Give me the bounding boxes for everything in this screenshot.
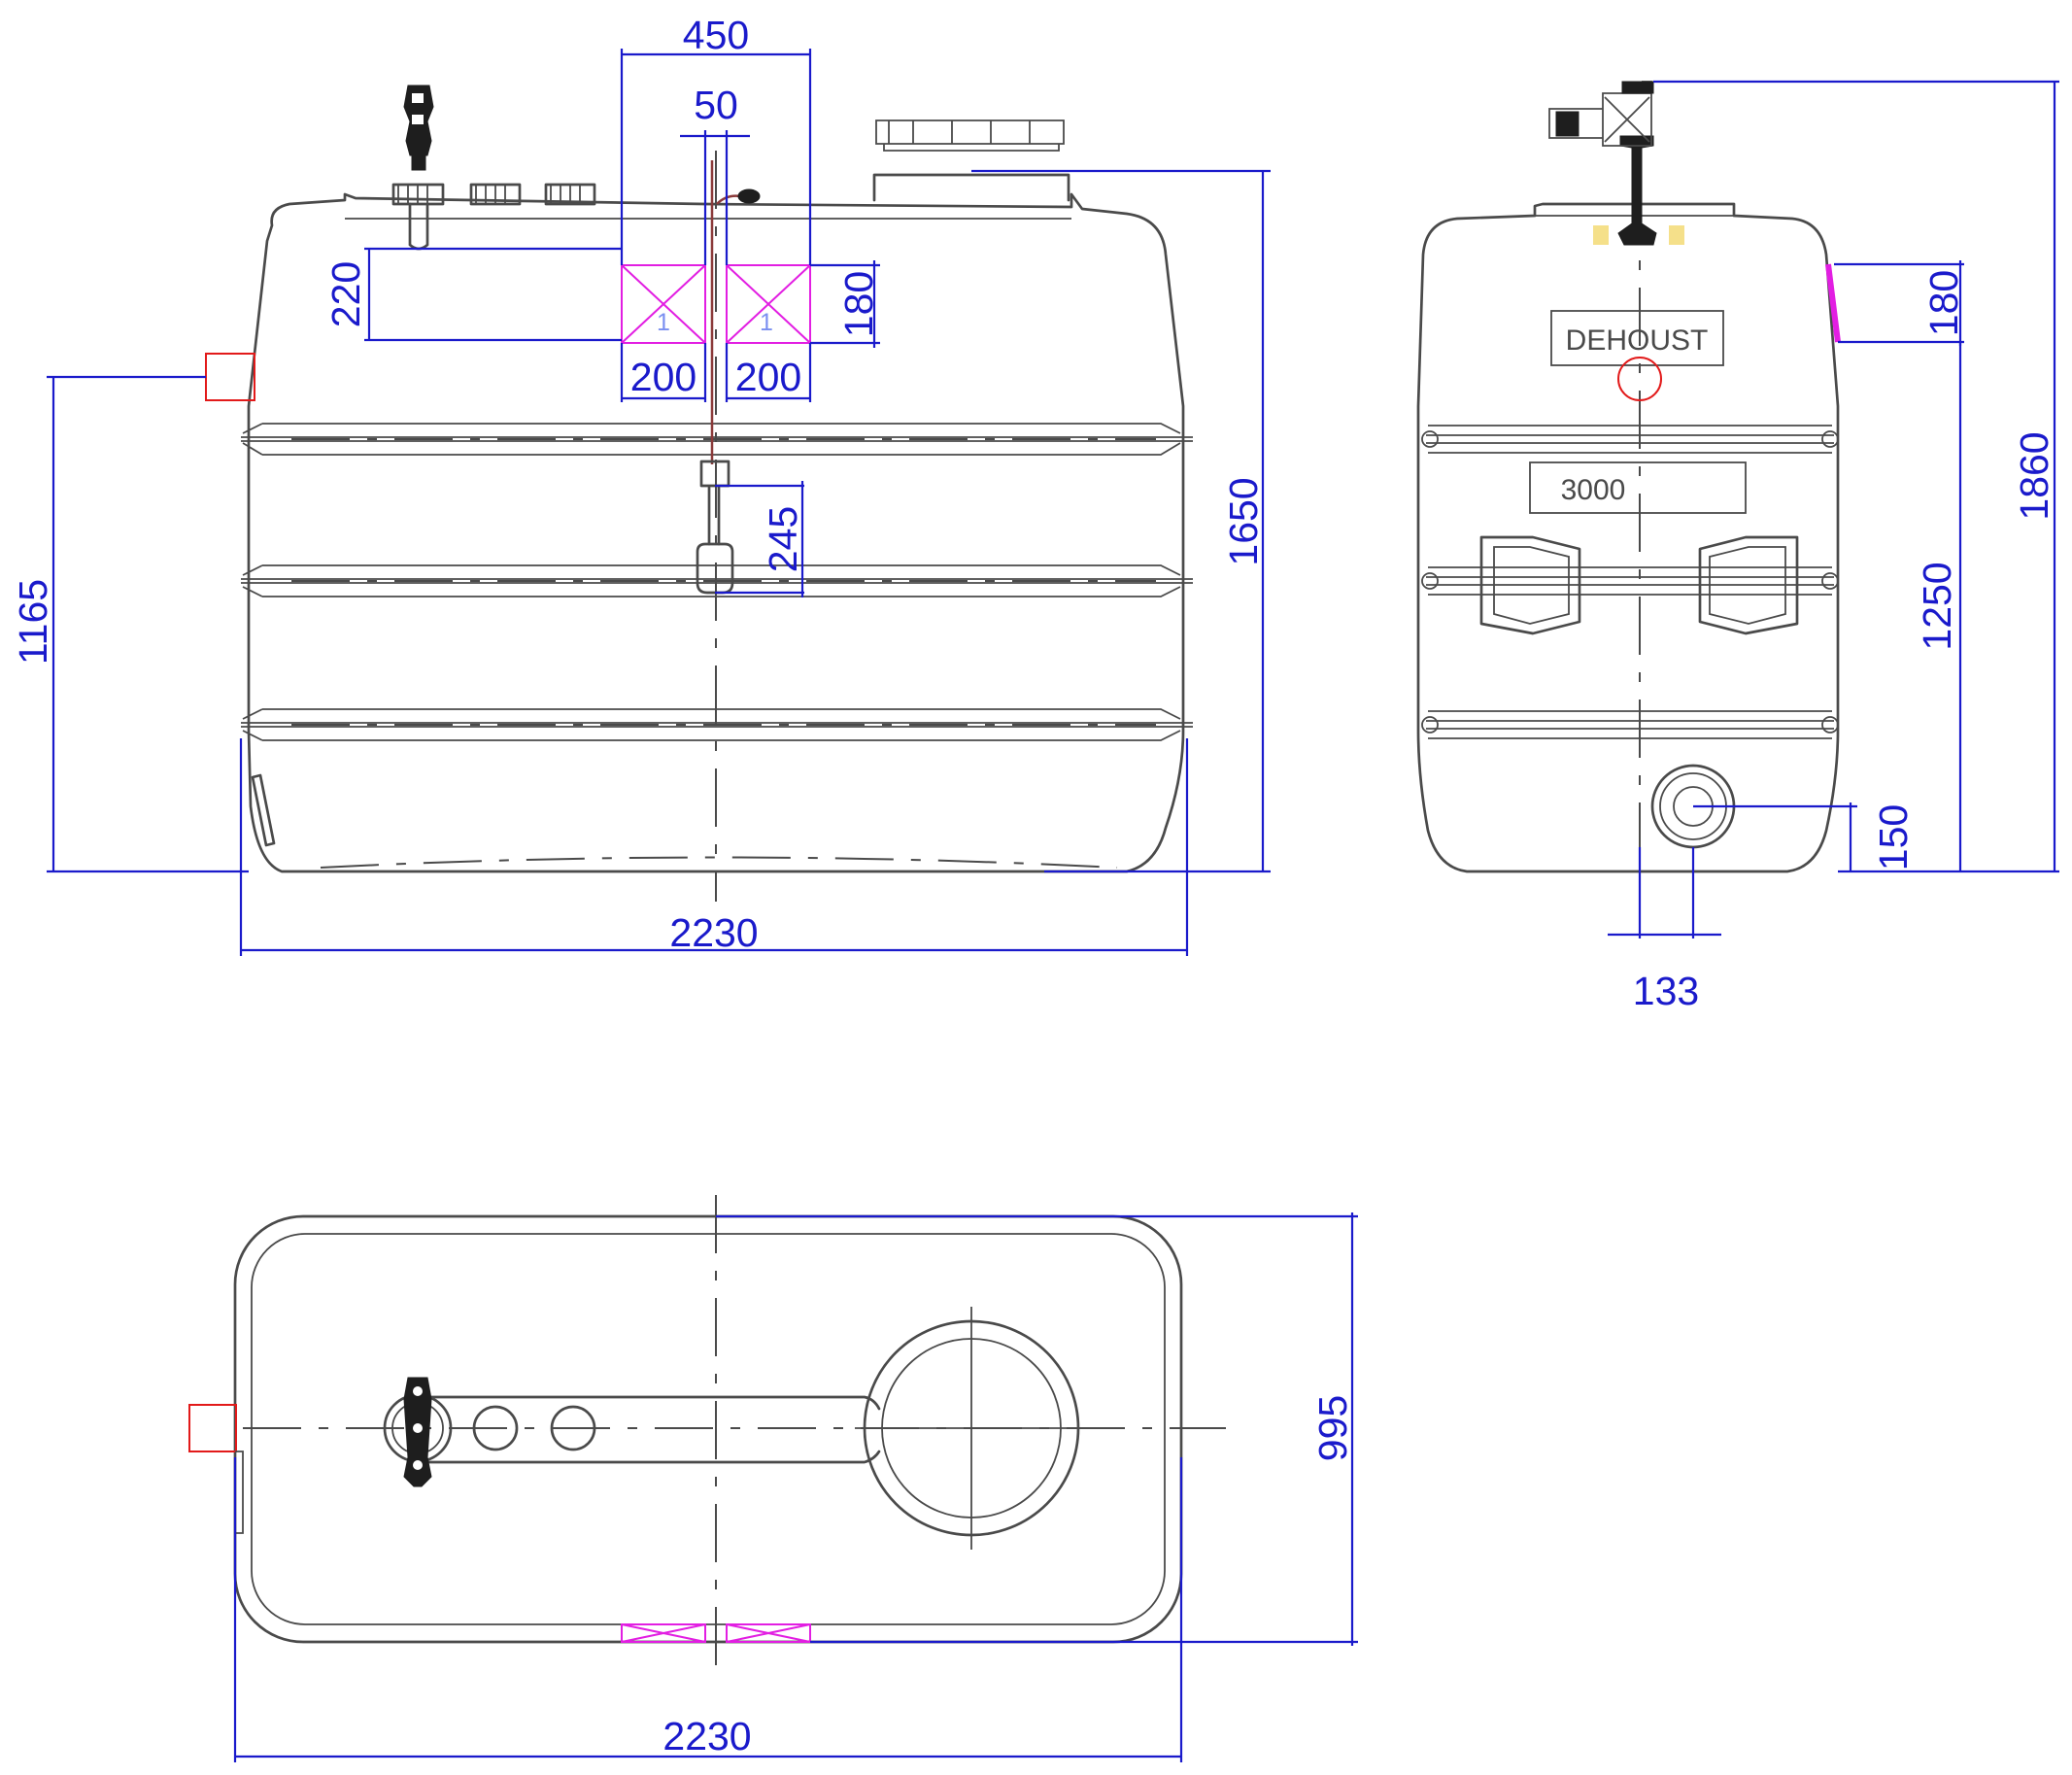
front-marker-crosses: 1 1 bbox=[621, 264, 811, 344]
front-bottom-curve bbox=[320, 856, 1118, 869]
top-nozzles bbox=[383, 1377, 596, 1487]
brand-plate bbox=[1550, 310, 1724, 366]
dim-top-height: 1860 bbox=[2012, 431, 2056, 520]
top-view: 995 2230 bbox=[188, 1195, 1358, 1762]
brand-label: DEHOUST bbox=[1566, 324, 1709, 357]
cross-tag-right: 1 bbox=[760, 309, 773, 336]
volume-label: 3000 bbox=[1561, 474, 1626, 506]
dim-top-width: 2230 bbox=[662, 1714, 751, 1758]
top-strip bbox=[406, 1395, 881, 1464]
dim-float-offset: 245 bbox=[761, 506, 805, 572]
front-dimensions: 450 50 220 180 200 200 245 1165 1650 223… bbox=[11, 13, 1271, 956]
dim-nozzle-height: 220 bbox=[323, 261, 368, 327]
cross-tag-left: 1 bbox=[657, 309, 670, 336]
side-red-marker bbox=[1617, 357, 1662, 401]
top-drain bbox=[235, 1451, 244, 1534]
side-dimensions: 1860 180 1250 150 133 bbox=[1608, 80, 2059, 1013]
dim-gap: 50 bbox=[694, 83, 738, 127]
side-top-fittings bbox=[1548, 81, 1684, 246]
top-marker-crosses bbox=[621, 1623, 811, 1643]
dim-outlet-height: 150 bbox=[1871, 804, 1916, 870]
dim-cross-right-width: 200 bbox=[735, 355, 801, 399]
front-nozzles bbox=[391, 183, 596, 206]
front-rib-3 bbox=[241, 708, 1193, 741]
top-side-connector bbox=[188, 1404, 237, 1452]
top-manhole bbox=[855, 1307, 1088, 1550]
side-view: DEHOUST 3000 1860 180 1250 bbox=[1416, 80, 2059, 1013]
side-ribs bbox=[1421, 425, 1839, 739]
dim-outlet-offset: 133 bbox=[1633, 969, 1699, 1013]
front-manhole bbox=[872, 119, 1070, 202]
dim-top-depth: 995 bbox=[1310, 1395, 1355, 1461]
side-marker bbox=[1825, 263, 1841, 343]
top-centerlines bbox=[243, 1195, 1226, 1671]
front-view: 1 1 450 50 220 180 200 200 245 1165 1650… bbox=[11, 13, 1271, 956]
side-handles bbox=[1479, 535, 1799, 635]
front-side-connector bbox=[205, 353, 255, 401]
dim-connector-height: 1165 bbox=[11, 579, 55, 665]
front-fill-pipe bbox=[403, 85, 434, 251]
top-dimensions: 995 2230 bbox=[233, 1212, 1358, 1762]
volume-plate bbox=[1529, 461, 1747, 514]
dim-overall-height: 1650 bbox=[1221, 477, 1266, 565]
dim-cross-left-width: 200 bbox=[630, 355, 696, 399]
dim-top-width: 450 bbox=[683, 13, 749, 57]
side-tank-body bbox=[1416, 202, 1840, 873]
dim-mid-height: 1250 bbox=[1915, 562, 1959, 650]
dim-overall-width: 2230 bbox=[669, 910, 758, 955]
front-tank-body bbox=[247, 192, 1185, 873]
dim-side-cross-height: 180 bbox=[1921, 270, 1966, 336]
dim-cross-height: 180 bbox=[836, 271, 881, 337]
front-drain bbox=[251, 773, 276, 847]
